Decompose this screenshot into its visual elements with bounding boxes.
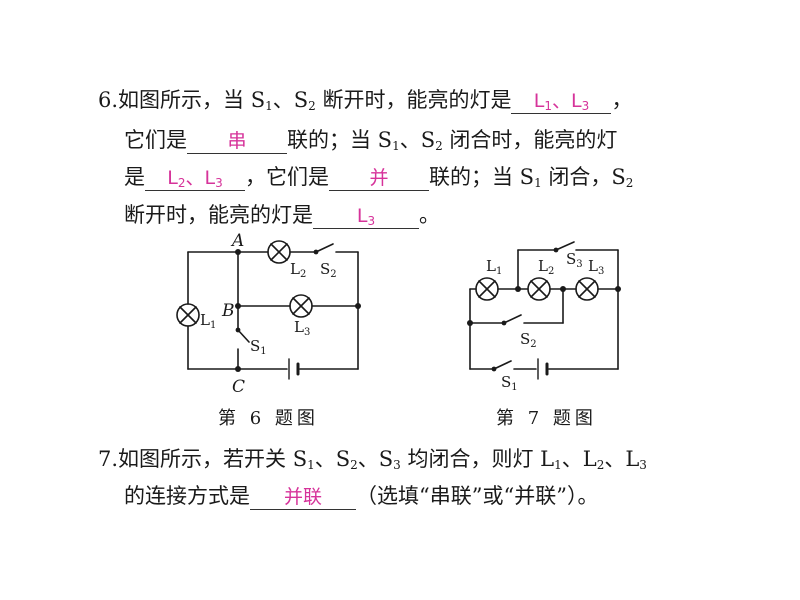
label-l2-fig6: L2 [290,260,306,280]
label-s1-fig6: S1 [250,337,267,357]
q7-line-2: 的连接方式是并联（选填“串联”或“并联”）。 [124,484,599,510]
label-l1-fig7: L1 [486,257,502,277]
q6-answer-5: L3 [313,204,419,229]
label-s2-fig6: S2 [320,260,337,280]
lamp-l2-fig6 [267,240,291,264]
label-s1-fig7: S1 [501,373,518,393]
label-c-fig6: C [232,377,245,397]
lamp-l3-fig6 [289,294,313,318]
q6-number: 6. [98,88,119,112]
label-a-fig6: A [230,231,244,251]
lamp-l3-fig7 [575,277,599,301]
figure-7-caption: 第 7 题图 [496,408,597,429]
q7-answer: 并联 [250,485,356,510]
q6-line-2: 它们是串联的；当 S1、S2 闭合时，能亮的灯 [124,128,618,154]
q6-answer-3: L2、L3 [145,166,245,191]
label-l2-fig7: L2 [538,257,554,277]
label-s3-fig7: S3 [566,250,583,270]
q6-answer-1: L1、L3 [511,89,612,114]
label-s2-fig7: S2 [520,330,537,350]
figure-7-circuit [469,241,619,370]
figure-6-circuit [187,243,359,370]
label-l3-fig7: L3 [588,257,604,277]
label-l3-fig6: L3 [294,318,310,338]
q7-number: 7. [98,447,119,471]
lamp-l1-fig6 [176,303,200,327]
figure-6-caption: 第 6 题图 [218,408,319,429]
label-b-fig6: B [221,301,235,321]
battery-fig6 [288,358,300,380]
label-l1-fig6: L1 [200,311,216,331]
battery-fig7 [537,358,549,380]
q6-answer-2: 串 [187,129,287,154]
lamp-l2-fig7 [527,277,551,301]
q6-answer-4: 并 [329,166,429,191]
q7-line-1: 7.如图所示，若开关 S1、S2、S3 均闭合，则灯 L1、L2、L3 [98,447,647,472]
junction-dots [235,247,621,372]
lamp-l1-fig7 [475,277,499,301]
